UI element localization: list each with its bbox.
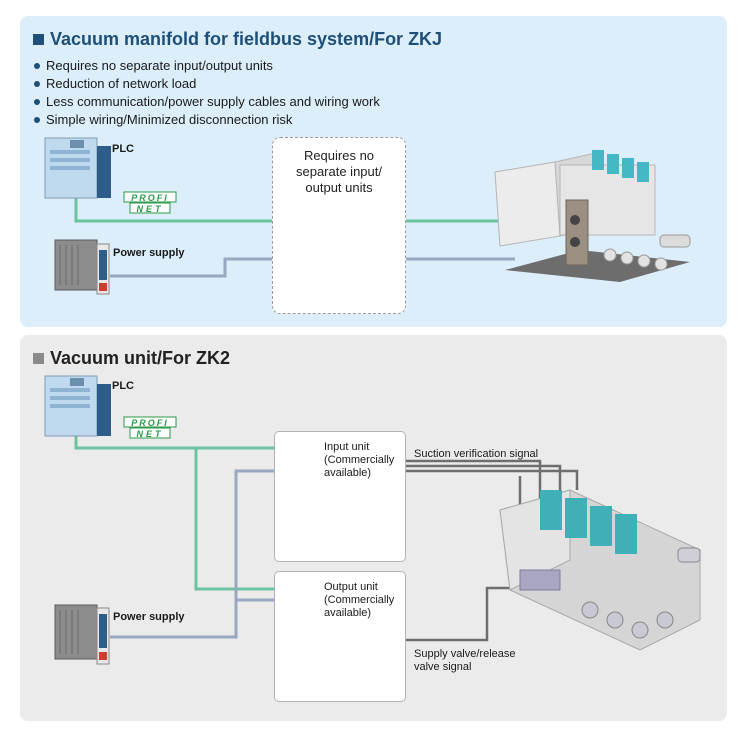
no-io-placeholder-box: Requires no separate input/ output units	[272, 137, 406, 314]
power-supply-bottom-device	[54, 604, 110, 665]
plc-bottom-device	[44, 375, 111, 437]
no-io-note: Requires no separate input/ output units	[295, 148, 382, 195]
bottom-power-line-main	[110, 469, 296, 639]
profinet-logo-top: PROFI NET	[123, 191, 177, 214]
feature-item: Less communication/power supply cables a…	[34, 93, 380, 111]
bottom-title-text: Vacuum unit/For ZK2	[50, 348, 231, 368]
supply-signal-label: Supply valve/release valve signal	[414, 648, 516, 673]
logo-top-line2: NET	[137, 204, 164, 214]
title-square-icon	[33, 353, 44, 364]
feature-item: Requires no separate input/output units	[34, 57, 380, 75]
top-section-title: Vacuum manifold for fieldbus system/For …	[33, 29, 442, 50]
bullet-icon	[34, 63, 40, 69]
feature-item: Simple wiring/Minimized disconnection ri…	[34, 111, 380, 129]
output-unit-label: Output unit (Commercially available)	[324, 581, 395, 619]
suction-signal-label: Suction verification signal	[414, 448, 539, 460]
bottom-network-line-main	[74, 420, 290, 591]
output-unit-box	[274, 571, 406, 702]
input-unit-label: Input unit (Commercially available)	[324, 441, 395, 479]
input-unit-box	[274, 431, 406, 562]
bullet-icon	[34, 117, 40, 123]
power-bottom-label: Power supply	[113, 611, 185, 623]
logo-bottom-line1: PROFI	[131, 418, 169, 428]
plc-bottom-label: PLC	[112, 380, 134, 392]
zkj-manifold-image	[494, 150, 691, 282]
feature-item: Reduction of network load	[34, 75, 380, 93]
top-title-text: Vacuum manifold for fieldbus system/For …	[50, 29, 443, 49]
zk2-manifold-image	[499, 489, 701, 651]
bottom-section-title: Vacuum unit/For ZK2	[33, 348, 230, 369]
logo-bottom-line2: NET	[137, 429, 164, 439]
profinet-logo-bottom: PROFI NET	[123, 416, 177, 439]
title-square-icon	[33, 34, 44, 45]
logo-top-line1: PROFI	[131, 193, 169, 203]
feature-list: Requires no separate input/output units …	[34, 57, 380, 129]
bullet-icon	[34, 81, 40, 87]
plc-top-device	[44, 137, 111, 199]
supply-signal-cable	[406, 586, 510, 642]
bullet-icon	[34, 99, 40, 105]
plc-top-label: PLC	[112, 143, 134, 155]
power-supply-top-device	[54, 239, 110, 295]
power-top-label: Power supply	[113, 247, 185, 259]
suction-signal-cable-2	[406, 464, 562, 500]
suction-signal-cable-3	[406, 469, 579, 490]
